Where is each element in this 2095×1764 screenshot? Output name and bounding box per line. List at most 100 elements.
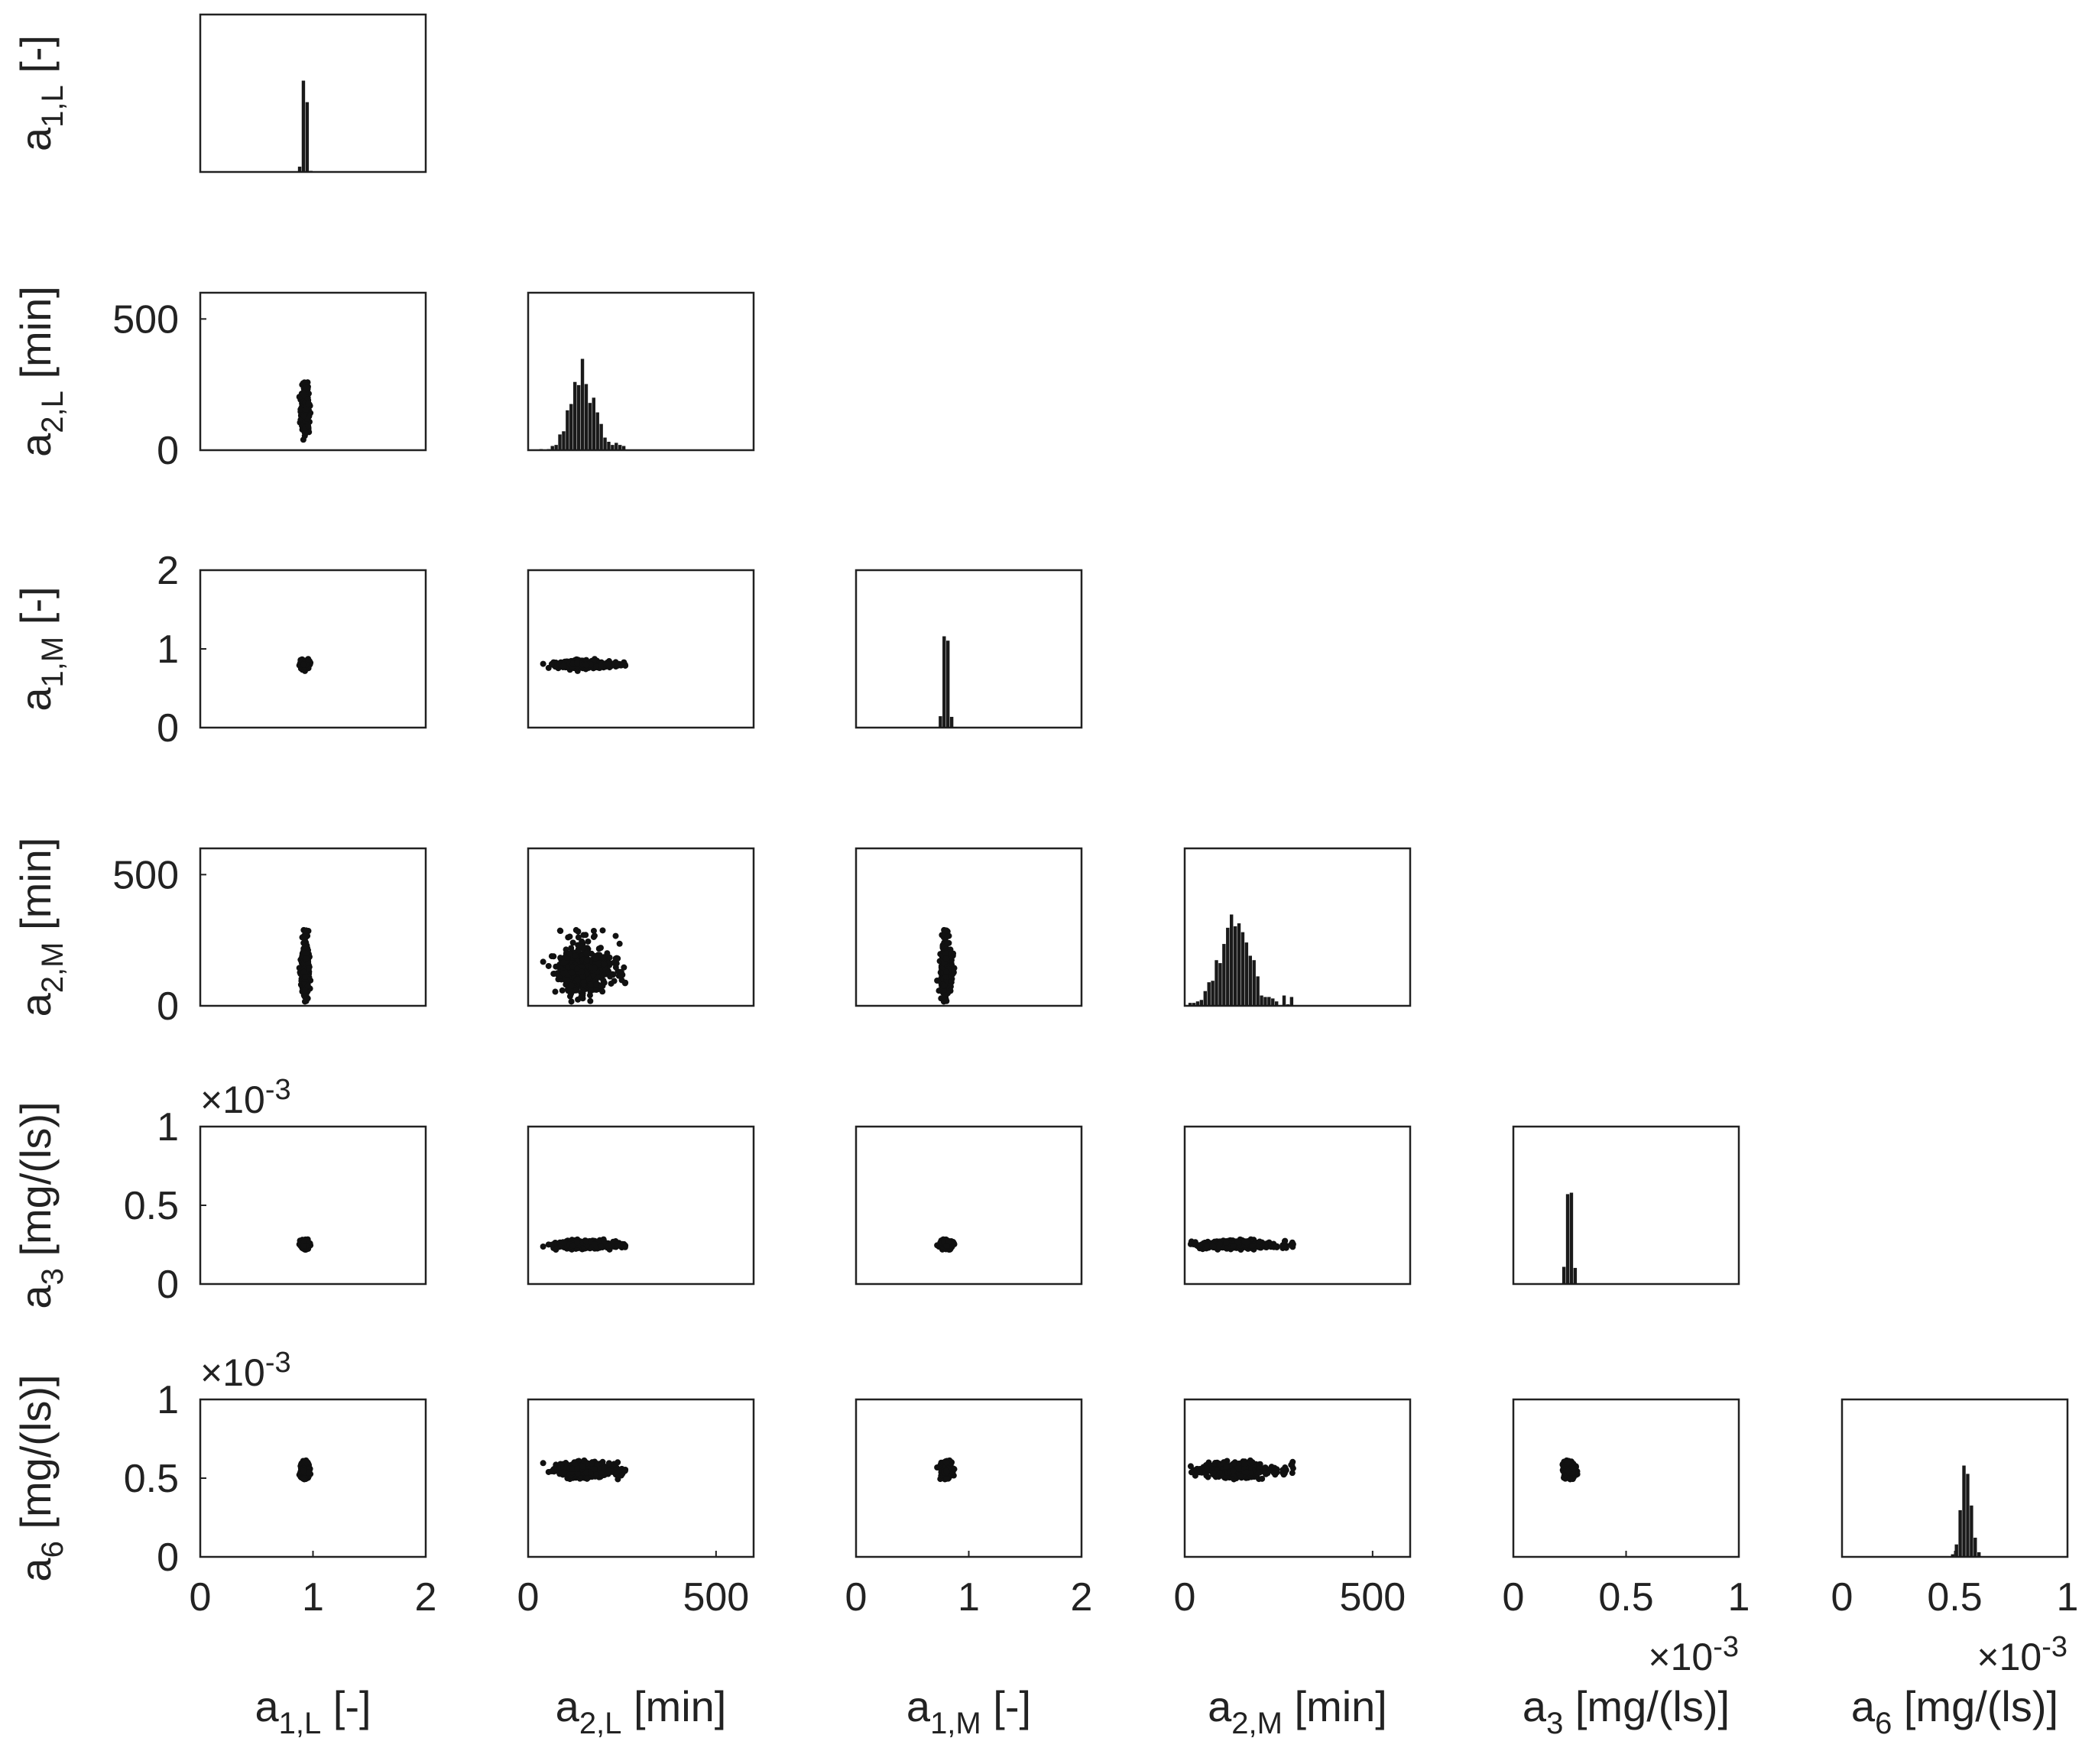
scatter-point: [582, 950, 589, 957]
scatter-point: [943, 927, 950, 934]
hist-bar: [1188, 1003, 1192, 1006]
panel-a2M-vs-a2L: [527, 847, 755, 1007]
scatter-point: [621, 980, 628, 987]
hist-bar: [1195, 1001, 1200, 1006]
y-tick-label: 0: [157, 984, 179, 1029]
scatter-point: [575, 928, 582, 935]
scatter-point: [582, 661, 589, 668]
scatter-point: [556, 927, 563, 934]
hist-bar: [301, 80, 306, 172]
scatter-point: [305, 423, 312, 430]
panel-frame: [855, 569, 1083, 729]
scatter-point: [572, 952, 579, 959]
scatter-point: [302, 933, 309, 940]
hist-bar: [939, 716, 942, 728]
panel-frame: [855, 847, 1083, 1007]
hist-bar: [621, 446, 626, 450]
y-tick-label: 0: [157, 1263, 179, 1307]
hist-bar: [1207, 982, 1211, 1006]
hist-bar: [1248, 955, 1252, 1006]
hist-bar: [562, 431, 566, 450]
y-tick-label: 0: [157, 706, 179, 751]
scatter-point: [305, 400, 312, 407]
hist-bar: [953, 727, 958, 728]
scatter-point: [569, 939, 576, 946]
scatter-point: [598, 982, 605, 989]
hist-bar: [588, 403, 592, 450]
scatter-point: [598, 1244, 605, 1250]
y-exponent-power: -3: [265, 1074, 291, 1106]
panel-a1M-vs-a1M: [855, 569, 1083, 729]
scatter-point: [303, 927, 310, 934]
y-tick-label: 500: [112, 297, 179, 342]
hist-bar: [1203, 991, 1207, 1006]
panel-frame: [199, 291, 427, 452]
hist-bar: [1233, 926, 1237, 1006]
scatter-point: [579, 992, 586, 999]
scatter-point: [595, 945, 602, 952]
scatter-point: [592, 965, 598, 971]
panel-a2L-vs-a2L: [527, 291, 755, 452]
hist-bar: [1192, 1003, 1196, 1006]
y-exponent-label: ×10-3: [200, 1074, 291, 1121]
hist-bar: [539, 449, 543, 450]
hist-bar: [1271, 998, 1275, 1006]
scatter-point: [540, 660, 546, 667]
scatter-point: [579, 973, 586, 980]
scatter-point: [559, 987, 566, 994]
scatter-point: [598, 663, 605, 670]
panel-frame: [527, 569, 755, 729]
hist-bar: [1263, 997, 1267, 1006]
hist-bar: [592, 397, 595, 450]
scatter-point: [612, 932, 619, 939]
scatter-point: [302, 430, 309, 437]
scatter-point: [303, 384, 310, 391]
hist-bar: [1275, 1001, 1279, 1006]
scatter-point: [615, 1242, 621, 1249]
hist-bar: [1267, 997, 1271, 1006]
hist-bar: [611, 445, 615, 450]
hist-bar: [566, 410, 569, 450]
scatter-point: [300, 661, 307, 668]
scatter-point: [592, 1240, 598, 1247]
y-tick-label: 1: [157, 1105, 179, 1150]
scatter-point: [540, 958, 546, 965]
scatter-point: [582, 932, 589, 939]
scatter-point: [951, 965, 958, 971]
hist-bar: [573, 381, 577, 450]
panel-a2L-vs-a1L: 0 500: [112, 291, 427, 473]
scatter-point: [574, 660, 581, 666]
scatter-point: [559, 1239, 566, 1246]
hist-bar: [615, 443, 618, 450]
hist-bar: [1244, 942, 1249, 1006]
scatter-point: [545, 962, 552, 969]
panel-frame: [527, 1125, 755, 1286]
scatter-point: [605, 968, 611, 975]
hist-bar: [949, 716, 954, 728]
hist-bar: [558, 434, 562, 450]
hist-bar: [569, 404, 573, 450]
hist-bar: [584, 384, 589, 450]
scatter-point: [615, 661, 621, 668]
scatter-point: [618, 968, 624, 975]
panel-a1M-vs-a2L: [527, 569, 755, 729]
hist-bar: [580, 358, 585, 450]
scatter-point: [943, 933, 950, 940]
hist-bar: [607, 442, 611, 450]
hist-bar: [305, 102, 310, 172]
hist-bar: [618, 445, 622, 450]
hist-bar: [1252, 960, 1256, 1006]
scatter-point: [540, 1243, 546, 1250]
hist-bar: [554, 445, 558, 450]
scatter-point: [559, 663, 566, 670]
scatter-point: [566, 933, 573, 940]
hist-bar: [1286, 1004, 1290, 1006]
panel-frame: [527, 291, 755, 452]
scatter-point: [605, 661, 611, 668]
y-tick-label: 0: [157, 429, 179, 473]
hist-bar: [1237, 923, 1241, 1006]
scatter-point: [576, 947, 582, 954]
hist-bar: [1289, 997, 1294, 1006]
scatter-point: [943, 997, 950, 1004]
